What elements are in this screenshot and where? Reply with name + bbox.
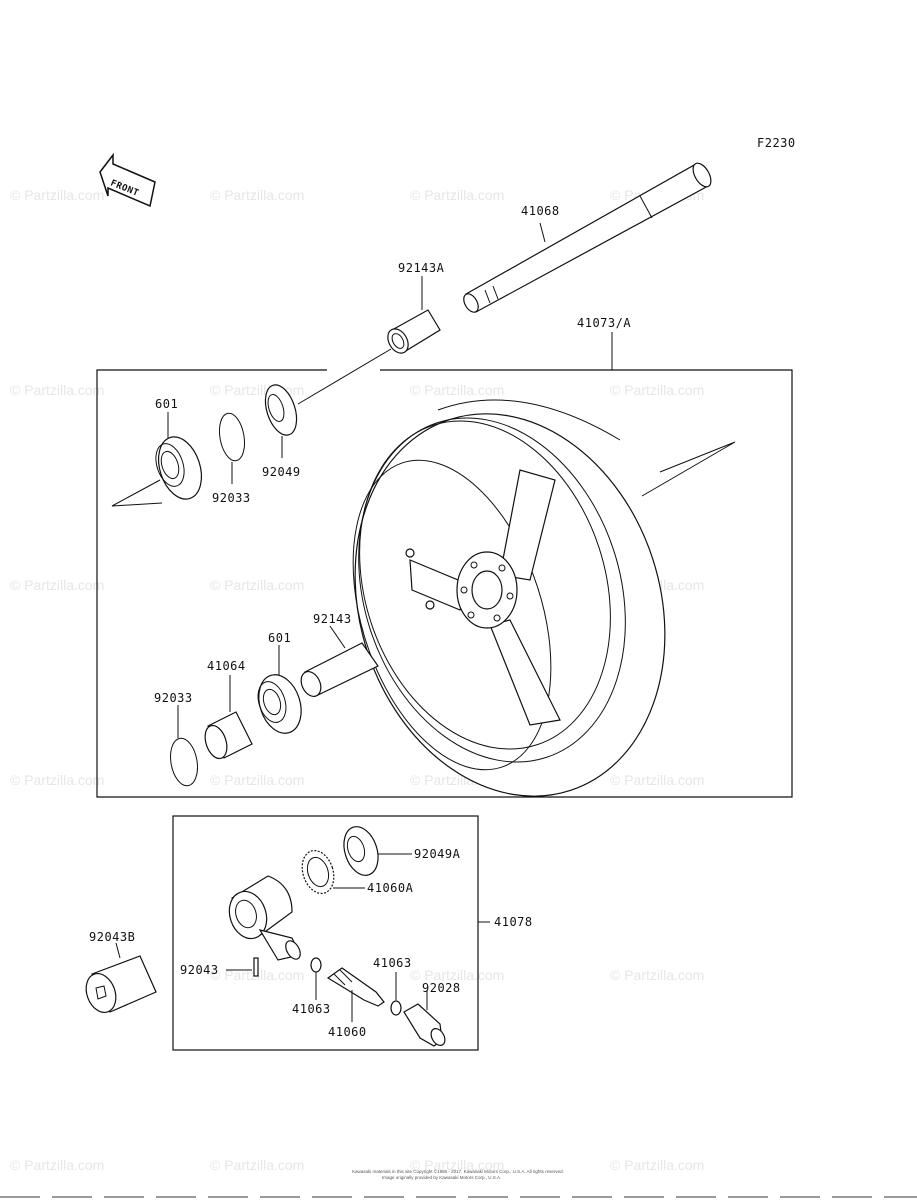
part-label-41064: 41064	[207, 659, 246, 673]
watermark: © Partzilla.com	[210, 1157, 304, 1173]
watermark: © Partzilla.com	[610, 382, 704, 398]
part-label-92043: 92043	[180, 963, 219, 977]
part-label-41063-left: 41063	[292, 1002, 331, 1016]
spacer-part-41064: 41064	[204, 659, 253, 760]
gear-housing-part	[228, 875, 301, 961]
circlip-part-92033-bottom: 92033	[154, 691, 198, 787]
part-label-92043b: 92043B	[89, 930, 135, 944]
part-label-92033-bottom: 92033	[154, 691, 193, 705]
watermark: © Partzilla.com	[10, 187, 104, 203]
copyright-text: Kawasaki materials in this site Copyrigh…	[352, 1168, 564, 1174]
axle-part: 41068	[463, 162, 712, 313]
watermark: © Partzilla.com	[610, 1157, 704, 1173]
circlip-part-92033-top: 92033	[212, 412, 251, 505]
part-label-92033-top: 92033	[212, 491, 251, 505]
pin-part-92043: 92043	[180, 957, 259, 977]
watermark: © Partzilla.com	[10, 772, 104, 788]
part-label-41063-right: 41063	[373, 956, 412, 970]
pinion-part-41060: 41060	[326, 967, 385, 1039]
bushing-part-92028: 92028	[403, 981, 461, 1047]
watermark: © Partzilla.com	[610, 772, 704, 788]
watermark: © Partzilla.com	[610, 967, 704, 983]
bearing-part-601-bottom: 601	[257, 631, 302, 734]
watermark: © Partzilla.com	[10, 577, 104, 593]
assembly-line	[297, 348, 392, 405]
part-label-41073a: 41073/A	[577, 316, 631, 330]
watermark: © Partzilla.com	[410, 1157, 504, 1173]
speedo-gear-assembly-box	[172, 815, 479, 1051]
part-label-601-bottom: 601	[268, 631, 291, 645]
part-label-92049: 92049	[262, 465, 301, 479]
gear-part-41060a: 41060A	[301, 849, 414, 895]
part-label-92049a: 92049A	[414, 847, 461, 861]
part-label-92028: 92028	[422, 981, 461, 995]
oil-seal-part-92049: 92049	[262, 384, 301, 479]
copyright-text: Image originally provided by Kawasaki Mo…	[382, 1175, 501, 1180]
part-label-41060a: 41060A	[367, 881, 414, 895]
collar-part-92043b: 92043B	[85, 930, 157, 1013]
collar-part-92143a: 92143A	[387, 261, 445, 354]
part-label-92143: 92143	[313, 612, 352, 626]
washer-part-41063-right: 41063	[373, 956, 412, 1016]
watermark: © Partzilla.com	[10, 382, 104, 398]
collar-part-92143: 92143	[300, 612, 379, 697]
part-label-41060: 41060	[328, 1025, 367, 1039]
watermark: © Partzilla.com	[10, 1157, 104, 1173]
watermark: © Partzilla.com	[210, 187, 304, 203]
front-arrow-icon: FRONT	[99, 152, 156, 208]
watermark: © Partzilla.com	[210, 772, 304, 788]
oil-seal-part-92049a: 92049A	[343, 826, 461, 876]
watermark: © Partzilla.com	[410, 967, 504, 983]
bearing-part-601-top: 601	[111, 397, 203, 507]
watermark: © Partzilla.com	[410, 382, 504, 398]
watermark: © Partzilla.com	[210, 577, 304, 593]
part-label-92143a: 92143A	[398, 261, 445, 275]
washer-part-41063-left: 41063	[292, 957, 331, 1016]
diagram-code: F2230	[757, 136, 796, 150]
part-label-41068: 41068	[521, 204, 560, 218]
watermark: © Partzilla.com	[410, 187, 504, 203]
wheel-assembly-box	[96, 369, 793, 798]
part-label-41078: 41078	[494, 915, 533, 929]
part-label-601-top: 601	[155, 397, 178, 411]
wheel-part	[352, 399, 736, 797]
